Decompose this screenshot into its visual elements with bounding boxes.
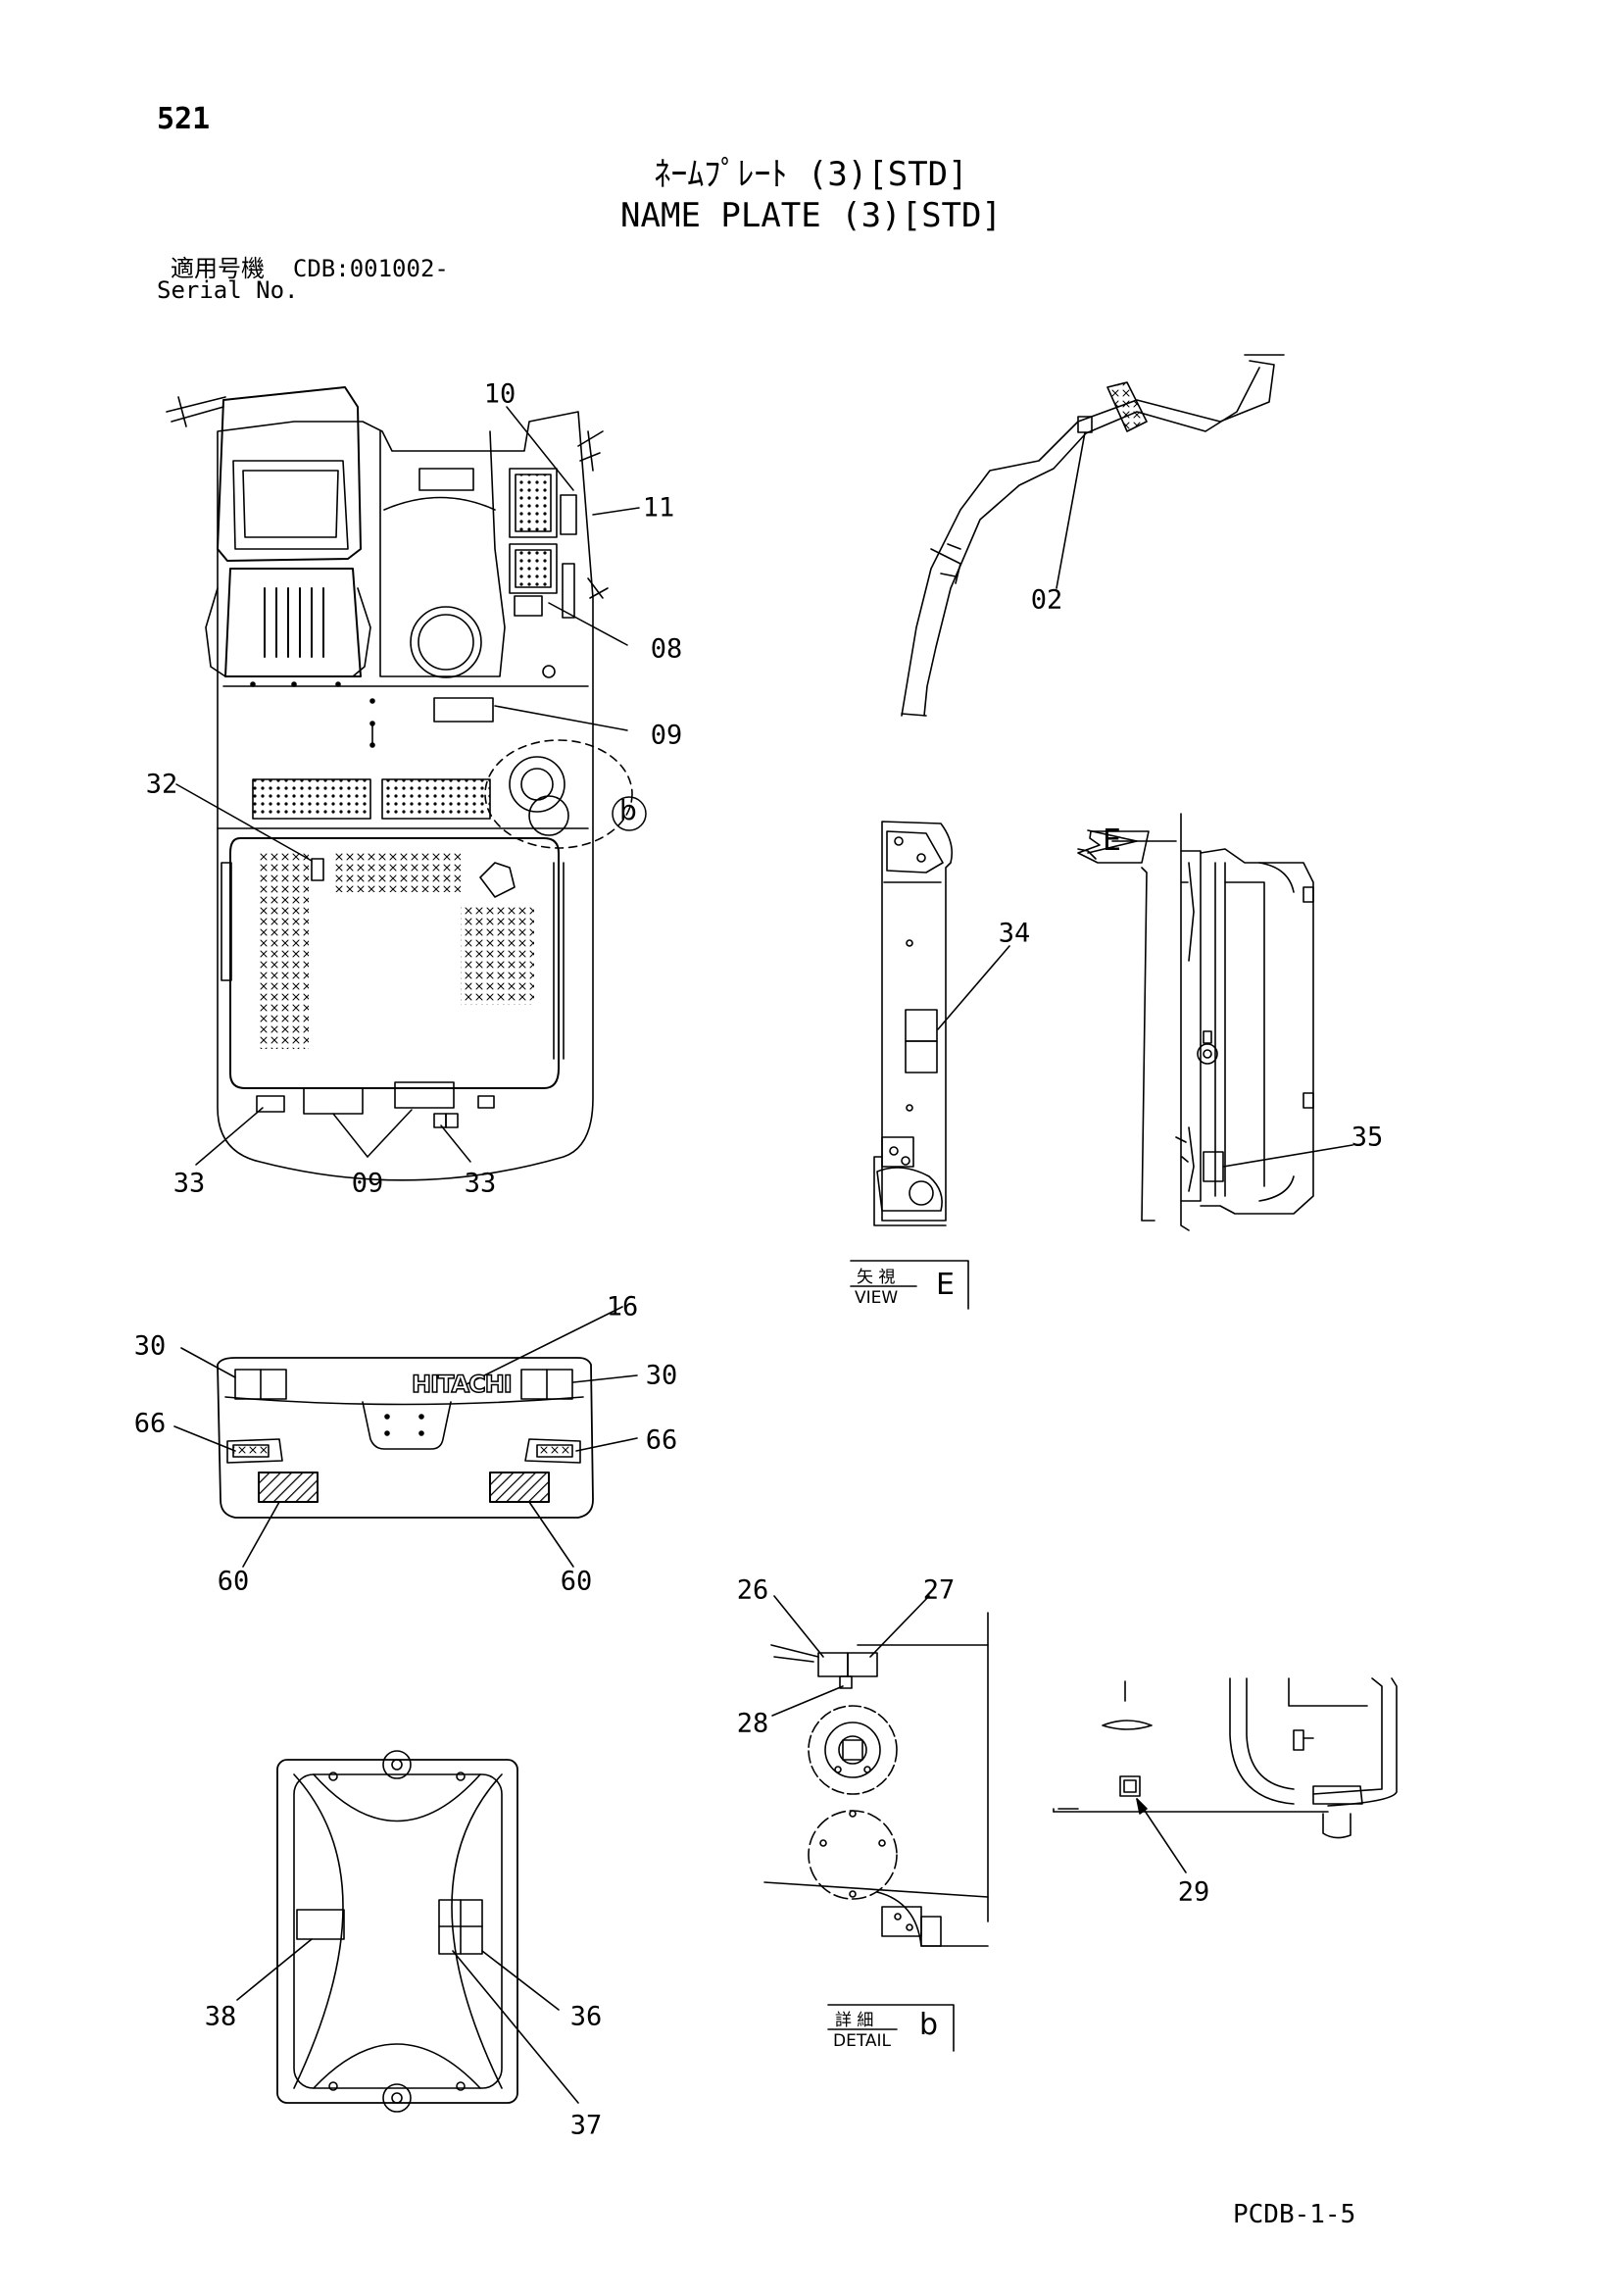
bottom-view — [237, 1751, 578, 2112]
callout-37: 37 — [569, 2110, 603, 2141]
top-view-leaders — [176, 407, 646, 1165]
callout-26: 26 — [736, 1574, 769, 1606]
callout-66-right: 66 — [645, 1424, 678, 1456]
view-e-jp-label: 矢 視 — [857, 1268, 896, 1287]
callout-10: 10 — [483, 378, 516, 410]
callout-30-right: 30 — [645, 1360, 678, 1391]
callout-11: 11 — [642, 492, 675, 524]
detail-b-jp-label: 詳 細 — [835, 2011, 874, 2030]
arrow-e-label: E — [1103, 824, 1121, 858]
detail-b-marker: b — [619, 794, 637, 826]
boom-pipe — [902, 355, 1284, 716]
detail-b-view — [764, 1596, 988, 1946]
callout-27: 27 — [922, 1574, 956, 1606]
serial-value: CDB:001002- — [292, 255, 449, 282]
callout-60-left: 60 — [217, 1566, 250, 1597]
callout-16: 16 — [606, 1291, 639, 1323]
rear-view — [174, 1307, 637, 1567]
callout-28: 28 — [736, 1708, 769, 1739]
title-english: NAME PLATE (3)[STD] — [620, 196, 1002, 235]
detail-b-letter: b — [919, 2008, 939, 2042]
serial-label-english: Serial No. — [157, 276, 299, 304]
view-e-letter: E — [936, 1268, 955, 1302]
callout-60-right: 60 — [560, 1566, 593, 1597]
callout-34: 34 — [998, 918, 1031, 949]
callout-08: 08 — [650, 633, 683, 665]
callout-32: 32 — [145, 769, 178, 800]
callout-09-top: 09 — [650, 720, 683, 751]
view-e-panels — [874, 814, 1352, 1230]
detail-b-en-label: DETAIL — [833, 2031, 892, 2051]
page-number: 521 — [157, 102, 211, 136]
view-e-en-label: VIEW — [855, 1288, 899, 1308]
callout-38: 38 — [204, 2001, 237, 2032]
view-detail-frames — [828, 1261, 968, 2051]
serial-label-jp-text: 適用号機 — [171, 255, 265, 282]
callout-33-left: 33 — [172, 1168, 206, 1199]
callout-02: 02 — [1030, 584, 1063, 616]
detail-29-view — [1054, 1678, 1397, 1872]
callout-66-left: 66 — [133, 1408, 167, 1439]
title-japanese: ﾈｰﾑﾌﾟﾚｰﾄ (3)[STD] — [654, 155, 968, 194]
serial-label-japanese: 適用号機 CDB:001002- — [171, 249, 449, 283]
callout-30-left: 30 — [133, 1330, 167, 1362]
callout-29: 29 — [1177, 1876, 1210, 1908]
footer-code: PCDB-1-5 — [1233, 2200, 1356, 2229]
machine-top-view — [167, 387, 632, 1180]
callout-09-bottom: 09 — [351, 1168, 384, 1199]
callout-33-right: 33 — [464, 1168, 497, 1199]
callout-35: 35 — [1351, 1122, 1384, 1153]
hitachi-logo-text: HITACHI — [411, 1370, 513, 1399]
callout-36: 36 — [569, 2001, 603, 2032]
